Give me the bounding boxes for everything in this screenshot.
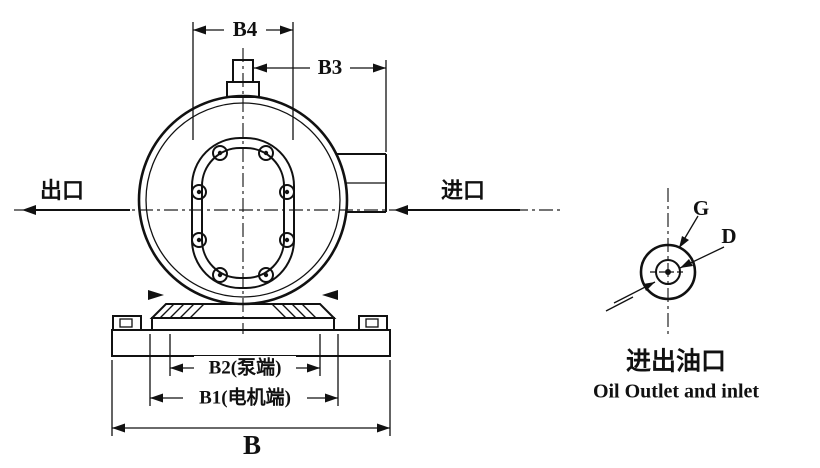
outlet-label: 出口 bbox=[40, 178, 84, 203]
outlet-flow: 出口 bbox=[22, 178, 130, 215]
dim-arrowhead bbox=[373, 63, 386, 73]
port-center-dot bbox=[665, 269, 671, 275]
base-plate bbox=[111, 329, 391, 357]
bolt-hole bbox=[212, 145, 228, 161]
inlet-arrowhead bbox=[394, 205, 408, 215]
dimension-b2: B2(泵端) bbox=[169, 334, 321, 380]
dimension-b3: B3 bbox=[254, 55, 387, 152]
pump-body-inner-rim bbox=[145, 102, 341, 298]
bolt-hole bbox=[191, 184, 207, 200]
foot-bolt-hole-right bbox=[365, 318, 379, 328]
dim-arrowhead bbox=[193, 25, 206, 35]
dim-arrowhead bbox=[377, 423, 390, 433]
bolt-hole bbox=[191, 232, 207, 248]
dim-label-b: B bbox=[243, 430, 261, 460]
dimension-b4: B4 bbox=[192, 17, 294, 140]
label-backdrop bbox=[310, 57, 350, 79]
dim-arrowhead bbox=[150, 393, 163, 403]
flange-oval-outer bbox=[191, 137, 295, 289]
pump-front-view: 出口 进口 bbox=[22, 59, 520, 357]
inlet-label: 进口 bbox=[441, 178, 485, 203]
label-backdrop bbox=[224, 19, 266, 41]
dimension-b: B bbox=[111, 360, 391, 460]
corner-leader bbox=[605, 281, 656, 312]
bolt-hole bbox=[258, 145, 274, 161]
dim-arrowhead bbox=[307, 363, 320, 373]
top-plug bbox=[226, 59, 260, 98]
port-outer-circle bbox=[639, 243, 697, 301]
port-detail: G D 进出油口 Oil Outlet and inlet bbox=[593, 188, 759, 403]
dim-arrowhead bbox=[254, 63, 267, 73]
dim-label-b2: B2(泵端) bbox=[209, 355, 282, 378]
clamp-arrow-right bbox=[322, 290, 338, 300]
detail-caption-en: Oil Outlet and inlet bbox=[593, 381, 759, 403]
g-leader bbox=[678, 215, 699, 249]
flange-bolts bbox=[191, 145, 295, 283]
clamp-arrow-left bbox=[148, 290, 164, 300]
top-plug-lower bbox=[226, 81, 260, 98]
inlet-flow: 进口 bbox=[394, 178, 520, 215]
foot-bolt-hole-left bbox=[119, 318, 133, 328]
port-inner-circle bbox=[655, 259, 681, 285]
label-backdrop bbox=[194, 356, 296, 380]
bolt-hole bbox=[258, 267, 274, 283]
dim-label-b1: B1(电机端) bbox=[199, 385, 291, 408]
dim-label-b4: B4 bbox=[233, 17, 258, 41]
dimension-b1: B1(电机端) bbox=[149, 334, 339, 410]
dim-label-b3: B3 bbox=[318, 55, 343, 79]
detail-label-d: D bbox=[721, 224, 736, 248]
base-assembly bbox=[111, 315, 391, 357]
dim-arrowhead bbox=[170, 363, 183, 373]
outlet-arrowhead bbox=[22, 205, 36, 215]
dim-arrowhead bbox=[112, 423, 125, 433]
foot-lug-left bbox=[112, 315, 142, 331]
dim-arrowhead bbox=[325, 393, 338, 403]
bolt-hole bbox=[279, 184, 295, 200]
flange-oval-inner bbox=[201, 147, 285, 279]
mounting-clamp bbox=[148, 290, 338, 319]
bolt-hole bbox=[279, 232, 295, 248]
dim-arrowhead bbox=[280, 25, 293, 35]
foot-lug-right bbox=[358, 315, 388, 331]
detail-caption-cn: 进出油口 bbox=[626, 348, 726, 376]
clamp-hatching bbox=[159, 303, 317, 319]
d-leader bbox=[679, 246, 725, 269]
bolt-hole bbox=[212, 267, 228, 283]
label-backdrop bbox=[183, 386, 307, 410]
detail-label-g: G bbox=[693, 196, 709, 220]
inlet-port-block bbox=[336, 153, 387, 213]
